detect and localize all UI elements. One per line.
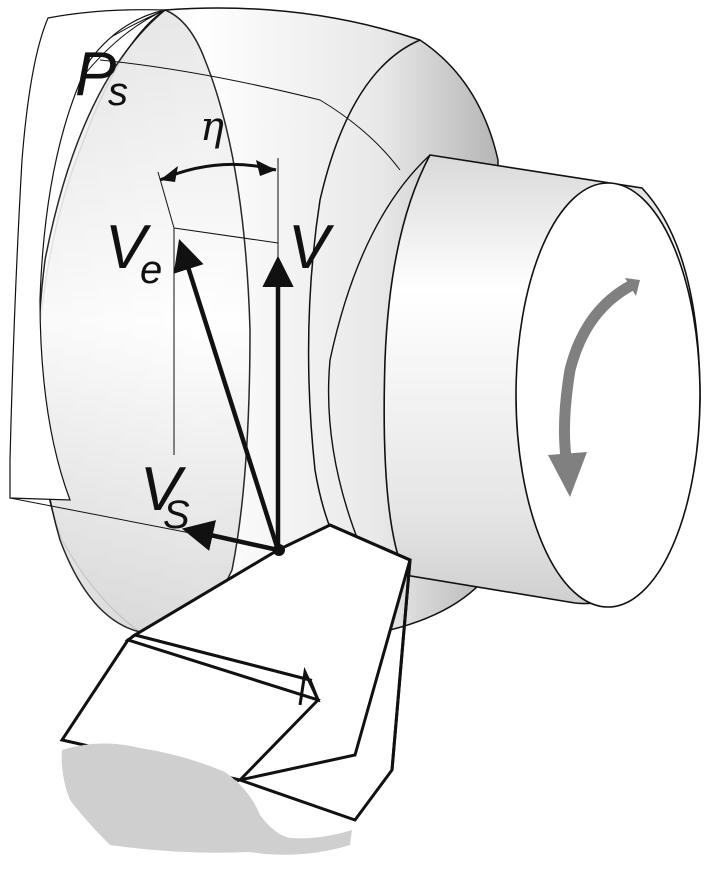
label-feed-velocity: V S xyxy=(140,455,190,537)
effective-label-sub: e xyxy=(140,248,162,292)
tool-tip-point xyxy=(273,544,285,556)
tool-shank-section xyxy=(61,743,353,855)
transient-surface xyxy=(9,9,401,501)
angle-arc xyxy=(159,160,277,182)
cutting-tool xyxy=(59,523,412,855)
effective-label-main: V xyxy=(105,213,152,282)
plane-label-sub: s xyxy=(108,70,128,114)
label-effective-velocity: V e xyxy=(105,213,162,292)
small-cylinder xyxy=(327,154,701,608)
rotation-arrow-icon xyxy=(548,278,640,497)
angle-label: η xyxy=(200,104,224,150)
plane-label-main: P xyxy=(75,40,116,109)
effective-velocity-vector xyxy=(173,238,281,551)
label-plane: P s xyxy=(75,40,128,114)
feed-label-sub: S xyxy=(163,493,190,537)
velocity-vectors xyxy=(173,238,294,553)
large-cylinder xyxy=(34,7,499,634)
cutting-velocity-label: V xyxy=(288,213,335,282)
feed-velocity-vector xyxy=(181,520,279,553)
feed-label-main: V xyxy=(140,455,187,524)
